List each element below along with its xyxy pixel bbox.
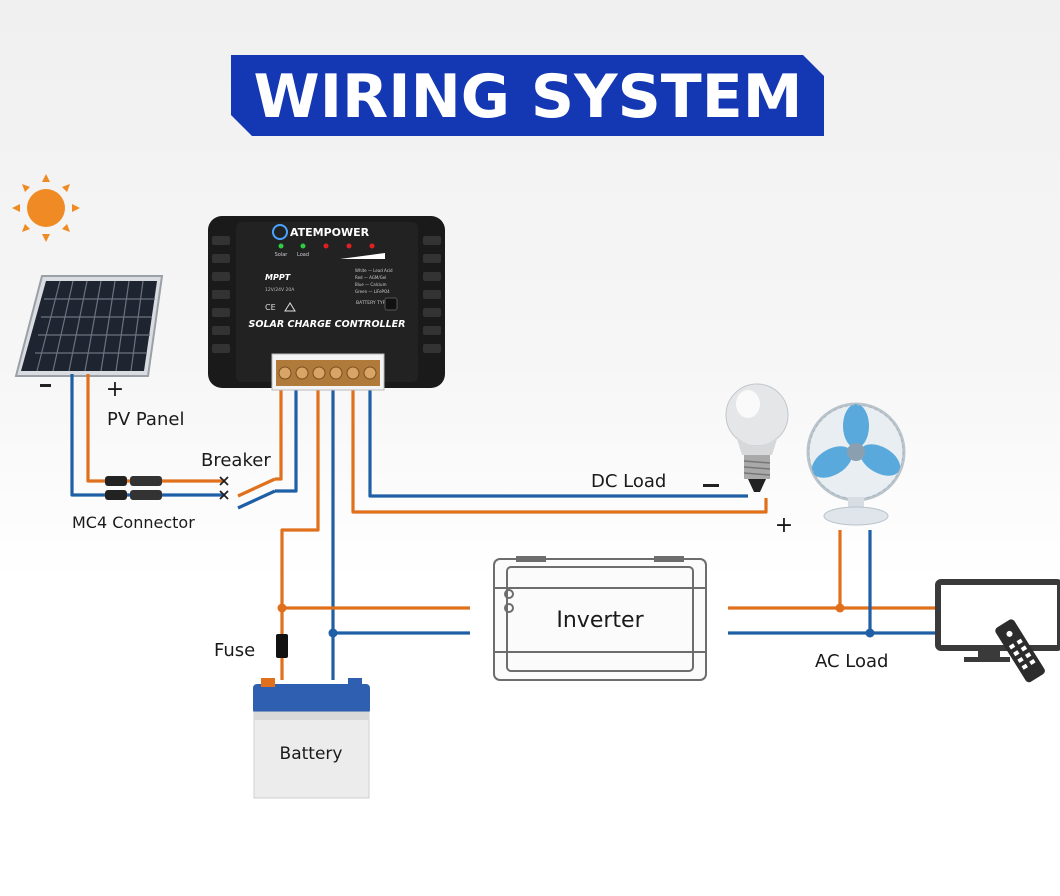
rating-label: 12V/24V 20A bbox=[265, 287, 295, 293]
page-title: WIRING SYSTEM bbox=[254, 62, 803, 132]
battery-type-label: BATTERY TYPE bbox=[356, 300, 388, 306]
mc4-connector-icon bbox=[105, 476, 162, 500]
inverter-icon bbox=[493, 556, 707, 681]
load-led bbox=[300, 243, 306, 249]
breaker-icon bbox=[219, 476, 229, 500]
battery-type-button bbox=[384, 297, 398, 311]
title-banner: WIRING SYSTEM bbox=[231, 55, 824, 136]
sun-icon bbox=[12, 174, 80, 242]
ce-mark: CE bbox=[265, 303, 276, 312]
solar-led-label: Solar bbox=[275, 252, 289, 258]
mppt-label: MPPT bbox=[265, 273, 291, 282]
legend-line-2: Red — AGM/Gel bbox=[355, 275, 386, 280]
fuse-icon bbox=[276, 634, 288, 658]
light-bulb-icon bbox=[725, 383, 789, 492]
dc-plus-sign: + bbox=[775, 513, 793, 538]
pv-minus-sign bbox=[40, 384, 51, 387]
solar-led bbox=[278, 243, 284, 249]
fuse-label: Fuse bbox=[214, 640, 255, 661]
charge-controller: ATEMPOWER Solar Load MPPT 12V/24V 20A CE… bbox=[208, 216, 445, 391]
wires bbox=[70, 374, 948, 680]
load-led-label: Load bbox=[297, 252, 309, 258]
ac-load-label: AC Load bbox=[815, 651, 888, 672]
remote-icon bbox=[995, 619, 1045, 683]
legend-line-3: Blue — Calcium bbox=[355, 282, 387, 287]
pv-plus-sign: + bbox=[106, 377, 124, 402]
fan-icon bbox=[806, 402, 906, 526]
breaker-label: Breaker bbox=[201, 450, 271, 471]
tv-icon bbox=[935, 579, 1060, 662]
legend-line-1: White — Lead Acid bbox=[355, 268, 393, 273]
solar-panel-icon bbox=[14, 275, 164, 377]
pv-panel-label: PV Panel bbox=[107, 409, 184, 430]
battery-icon bbox=[253, 678, 370, 799]
battery-label: Battery bbox=[280, 744, 343, 764]
controller-brand: ATEMPOWER bbox=[290, 226, 370, 239]
mc4-connector-label: MC4 Connector bbox=[72, 513, 195, 532]
dc-minus-sign bbox=[703, 484, 719, 487]
legend-line-4: Green — LiFePO4 bbox=[355, 289, 390, 294]
dc-load-label: DC Load bbox=[591, 471, 666, 492]
controller-name: SOLAR CHARGE CONTROLLER bbox=[249, 319, 406, 330]
wire-junctions bbox=[277, 603, 875, 638]
inverter-label: Inverter bbox=[556, 608, 644, 633]
